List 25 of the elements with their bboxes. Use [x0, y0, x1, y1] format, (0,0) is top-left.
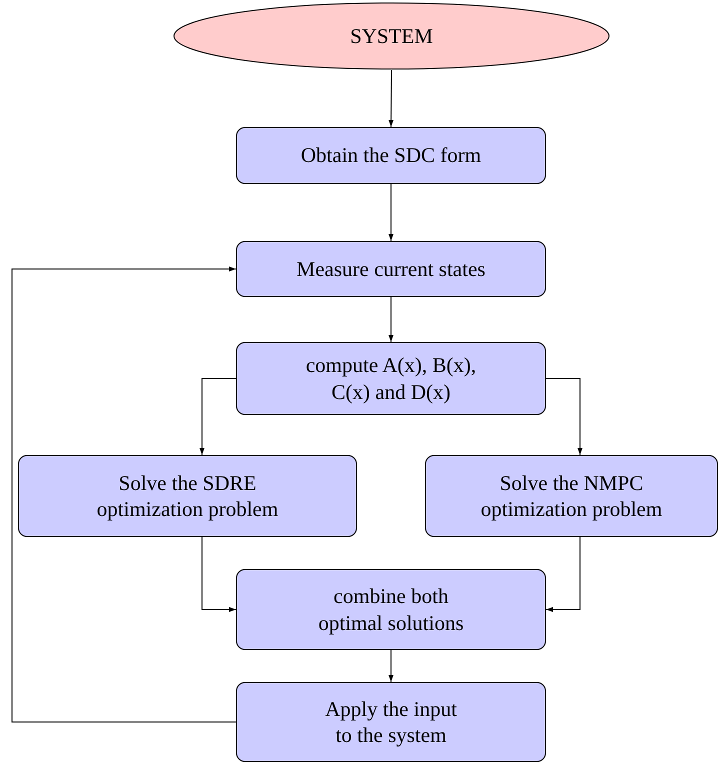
- process-box: [236, 342, 546, 415]
- node-label: Solve the SDRE optimization problem: [96, 470, 280, 522]
- node-label: combine both optimal solutions: [317, 583, 465, 636]
- arrow: [12, 266, 236, 722]
- arrow: [388, 296, 394, 342]
- arrow: [388, 650, 394, 682]
- arrow: [546, 536, 580, 612]
- node-label: Measure current states: [296, 256, 486, 282]
- node-label: compute A(x), B(x), C(x) and D(x): [304, 352, 478, 405]
- node-label: Solve the NMPC optimization problem: [480, 470, 664, 522]
- arrow: [388, 184, 394, 242]
- process-box: [236, 569, 546, 650]
- process-box: [425, 455, 718, 537]
- arrow: [388, 70, 394, 128]
- node-label: Obtain the SDC form: [300, 142, 482, 169]
- start-ellipse: [173, 2, 610, 70]
- arrow: [546, 378, 582, 456]
- process-box: [18, 455, 357, 537]
- process-box: [236, 241, 546, 297]
- arrow: [200, 378, 236, 456]
- arrow: [202, 536, 236, 612]
- process-box: [236, 127, 546, 184]
- process-box: [236, 682, 546, 762]
- node-label: Apply the input to the system: [324, 696, 458, 748]
- node-label: SYSTEM: [349, 22, 434, 50]
